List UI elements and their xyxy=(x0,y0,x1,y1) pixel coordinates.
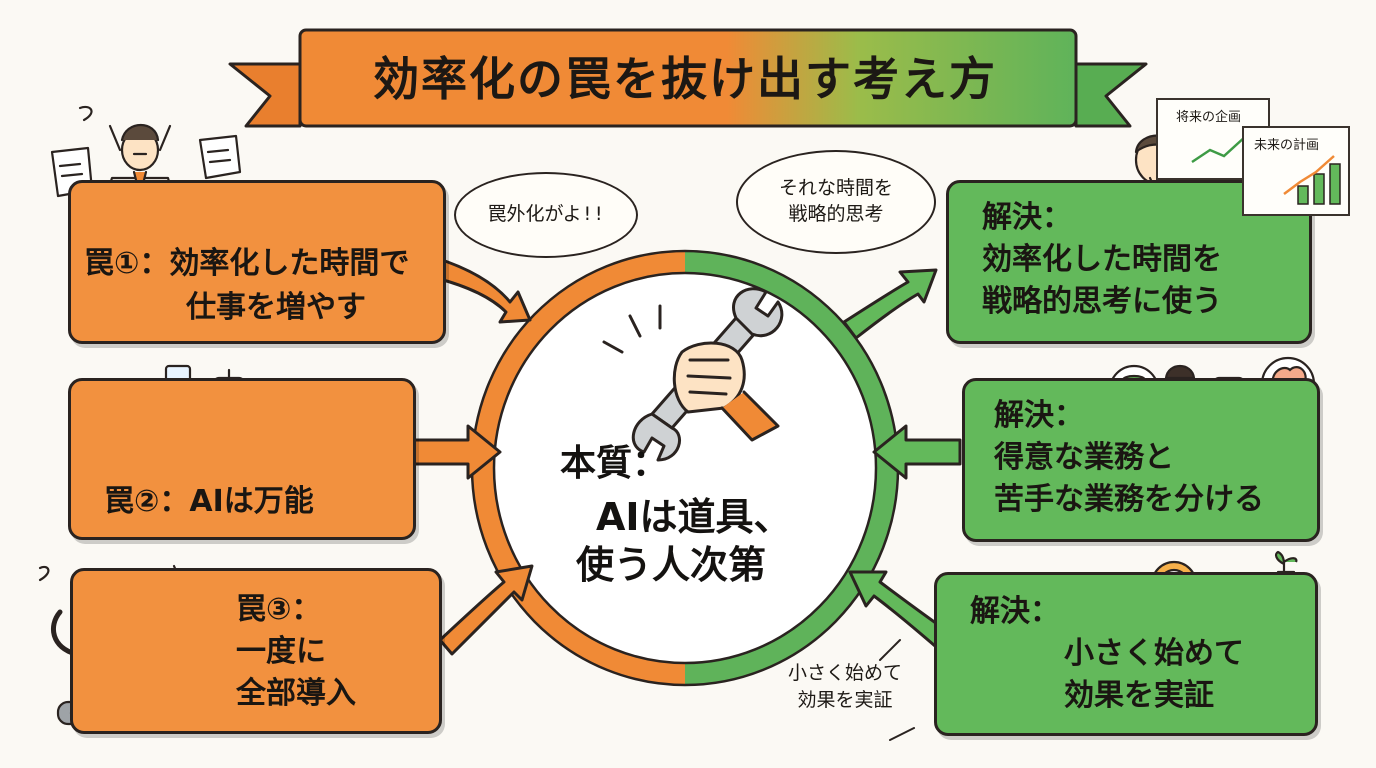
bubble-right-line1: それな時間を xyxy=(778,177,893,200)
trap-box-2 xyxy=(68,378,416,540)
solution-3-line1: 小さく始めて xyxy=(1064,636,1244,671)
title-ribbon xyxy=(228,28,1148,128)
board-front-label: 未来の計画 xyxy=(1254,138,1320,153)
trap-1-line2: 仕事を増やす xyxy=(186,290,366,325)
bubble-left-text: 罠外化がよ!! xyxy=(487,203,605,226)
center-ring xyxy=(470,249,900,687)
center-line2: 使う人次第 xyxy=(576,543,767,587)
solution-2-heading: 解決： xyxy=(994,398,1084,433)
solution-box-3 xyxy=(934,572,1318,736)
trap-box-3 xyxy=(70,568,442,734)
speech-bubble-left: 罠外化がよ!! xyxy=(454,172,638,258)
trap-2-line1: 罠②：AIは万能 xyxy=(104,484,314,519)
board-front-chart xyxy=(1283,155,1341,205)
trap-1-line1: 罠①：効率化した時間で xyxy=(84,246,410,281)
trap-3-line1: 罠③： xyxy=(236,592,322,627)
trap-3-line2: 一度に xyxy=(236,634,326,669)
trap-box-1 xyxy=(68,180,446,344)
note-line2: 効果を実証 xyxy=(797,688,893,711)
note-ticks xyxy=(879,639,915,741)
center-heading: 本質： xyxy=(560,443,669,484)
solution-3-heading: 解決： xyxy=(970,594,1060,629)
whiteboard-front: 未来の計画 xyxy=(1242,126,1350,216)
board-back-label: 将来の企画 xyxy=(1176,110,1242,125)
solution-1-line2: 戦略的思考に使う xyxy=(982,284,1222,319)
handwritten-note: 小さく始めて 効果を実証 xyxy=(770,660,920,713)
solution-1-heading: 解決： xyxy=(982,200,1072,235)
solution-3-line2: 効果を実証 xyxy=(1064,678,1214,713)
bubble-right-line2: 戦略的思考 xyxy=(788,203,884,225)
solution-2-line2: 苦手な業務を分ける xyxy=(994,482,1264,517)
board-back-chart xyxy=(1191,135,1247,164)
note-line1: 小さく始めて xyxy=(787,662,902,684)
solution-1-line1: 効率化した時間を xyxy=(982,242,1222,277)
speech-bubble-right: それな時間を 戦略的思考 xyxy=(736,150,936,254)
solution-2-line1: 得意な業務と xyxy=(994,440,1174,475)
trap-3-line3: 全部導入 xyxy=(236,676,356,711)
center-line1: AIは道具、 xyxy=(596,495,792,539)
wrench-fist-icon xyxy=(602,287,784,462)
arrows xyxy=(410,256,962,656)
page-title: 効率化の罠を抜け出す考え方 xyxy=(373,52,997,106)
solution-box-2 xyxy=(962,378,1320,542)
